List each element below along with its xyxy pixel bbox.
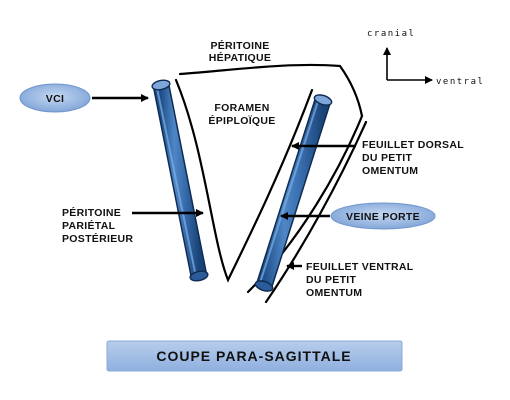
feuillet-dorsal-label: FEUILLET DORSAL DU PETIT OMENTUM: [362, 139, 464, 177]
vci-vessel: [151, 79, 209, 282]
orientation-axes: cranial ventral: [367, 29, 484, 87]
feuillet-dorsal-line-1: FEUILLET DORSAL: [362, 139, 464, 151]
foramen-line-2: ÉPIPLOÏQUE: [208, 114, 275, 127]
peritoine-parietal-line-3: POSTÉRIEUR: [62, 232, 133, 245]
feuillet-ventral-line-2: DU PETIT: [306, 274, 357, 286]
foramen-epiploique-label: FORAMEN ÉPIPLOÏQUE: [208, 102, 275, 127]
hepatic-peritoneum-arch: [178, 63, 364, 118]
peritoine-parietal-line-2: PARIÉTAL: [62, 219, 116, 232]
feuillet-dorsal-line-2: DU PETIT: [362, 152, 413, 164]
veine-porte-badge: VEINE PORTE: [330, 202, 436, 230]
veine-porte-vessel: [254, 94, 333, 292]
vci-label: VCI: [46, 93, 64, 105]
peritoine-hepatique-line-2: HÉPATIQUE: [209, 51, 271, 64]
veine-porte-label: VEINE PORTE: [346, 211, 420, 223]
peritoneum-v-outline: [174, 78, 314, 283]
peritoine-parietal-label: PÉRITOINE PARIÉTAL POSTÉRIEUR: [62, 206, 133, 245]
axis-label-cranial: cranial: [367, 29, 415, 39]
feuillet-dorsal-line-3: OMENTUM: [362, 165, 418, 177]
peritoine-hepatique-label: PÉRITOINE HÉPATIQUE: [209, 39, 271, 64]
diagram-title: COUPE PARA-SAGITTALE: [156, 348, 351, 364]
foramen-line-1: FORAMEN: [214, 102, 269, 114]
title-box: COUPE PARA-SAGITTALE: [106, 340, 403, 372]
feuillet-ventral-label: FEUILLET VENTRAL DU PETIT OMENTUM: [306, 261, 414, 299]
feuillet-ventral-line-1: FEUILLET VENTRAL: [306, 261, 414, 273]
feuillet-ventral-line-3: OMENTUM: [306, 287, 362, 299]
peritoine-parietal-line-1: PÉRITOINE: [62, 206, 121, 219]
peritoine-hepatique-line-1: PÉRITOINE: [210, 39, 269, 52]
peritoneum-outlines: [174, 63, 368, 304]
ventral-omentum-line: [264, 120, 368, 304]
axis-label-ventral: ventral: [436, 77, 484, 87]
vci-badge: VCI: [19, 83, 91, 113]
